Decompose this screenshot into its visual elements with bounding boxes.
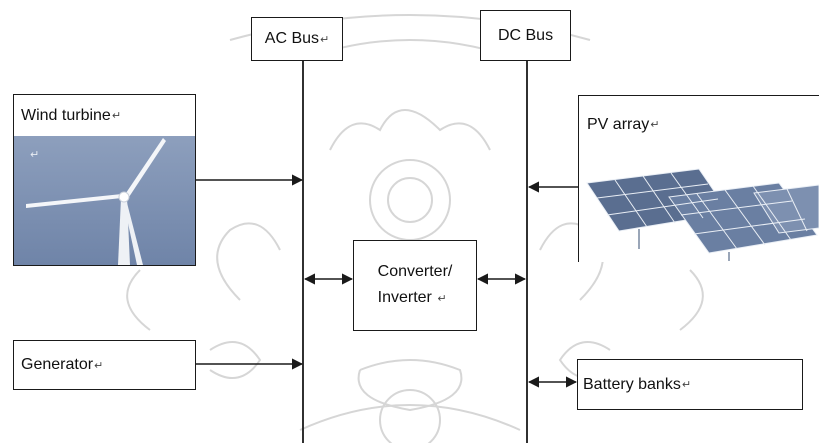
dc-bus-label: DC Bus xyxy=(498,27,553,45)
generator-box: Generator↵ xyxy=(13,340,196,390)
pv-array-box: PV array↵ xyxy=(578,95,819,262)
photo-return-mark: ↵ xyxy=(30,148,39,161)
pv-array-photo xyxy=(579,153,819,261)
generator-label: Generator xyxy=(21,356,93,374)
return-mark: ↵ xyxy=(650,118,659,131)
converter-label: Converter/ xyxy=(378,259,453,285)
return-mark: ↵ xyxy=(437,293,446,305)
battery-banks-box: Battery banks↵ xyxy=(577,359,803,410)
ac-bus-label: AC Bus xyxy=(265,30,319,48)
wind-turbine-photo: ↵ xyxy=(14,136,195,265)
pv-array-label: PV array xyxy=(587,116,649,134)
wind-turbine-box: Wind turbine↵ ↵ xyxy=(13,94,196,266)
ac-bus-label-box: AC Bus↵ xyxy=(251,17,343,61)
dc-bus-label-box: DC Bus xyxy=(480,10,571,61)
inverter-label: Inverter xyxy=(378,289,432,306)
converter-inverter-box: Converter/ Inverter ↵ xyxy=(353,240,477,331)
return-mark: ↵ xyxy=(682,378,691,391)
wind-turbine-label: Wind turbine xyxy=(21,107,111,125)
return-mark: ↵ xyxy=(112,109,121,122)
return-mark: ↵ xyxy=(94,359,103,372)
return-mark: ↵ xyxy=(320,33,329,46)
battery-banks-label: Battery banks xyxy=(583,376,681,394)
